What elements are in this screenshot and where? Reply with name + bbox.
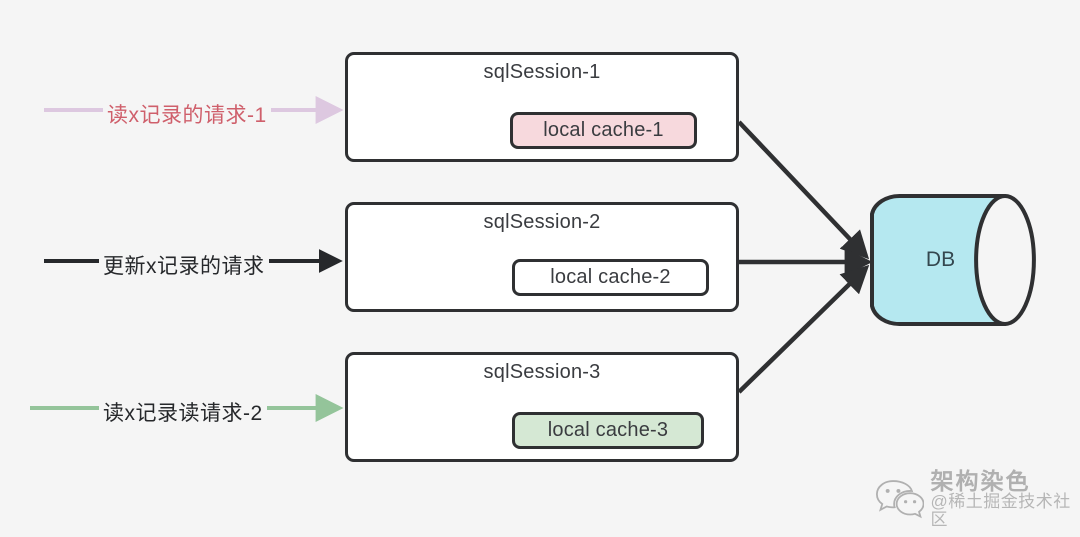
local-cache-1-label: local cache-1: [543, 119, 664, 141]
request-label-1: 读x记录的请求-1: [103, 98, 271, 130]
session3-to-db-arrow: [737, 264, 870, 394]
session-title-1: sqlSession-1: [483, 61, 601, 83]
local-cache-2: local cache-2: [512, 259, 709, 296]
local-cache-1: local cache-1: [510, 112, 697, 149]
db-body-shape: [870, 193, 1007, 327]
database-cylinder: DB: [866, 192, 1041, 328]
local-cache-3: local cache-3: [512, 412, 704, 449]
local-cache-2-label: local cache-2: [550, 266, 671, 288]
request-label-3: 读x记录读请求-2: [99, 396, 267, 428]
db-top-ellipse: [1004, 194, 1036, 326]
session-title-2: sqlSession-2: [483, 211, 601, 233]
request-label-2: 更新x记录的请求: [99, 249, 269, 281]
session1-to-db-arrow: [737, 120, 870, 260]
local-cache-3-label: local cache-3: [547, 419, 669, 441]
session-title-3: sqlSession-3: [483, 361, 601, 383]
